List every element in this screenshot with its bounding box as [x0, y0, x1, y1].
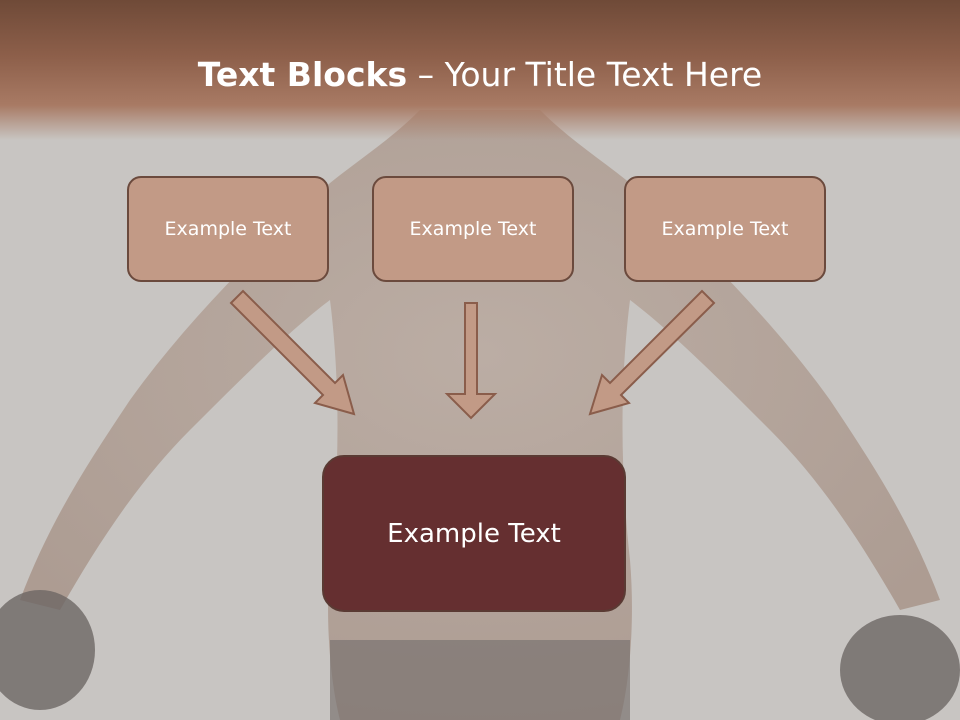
text-box-main[interactable]: Example Text	[322, 455, 626, 612]
shorts	[330, 640, 630, 720]
title-rest: Your Title Text Here	[444, 55, 763, 94]
text-box-left[interactable]: Example Text	[127, 176, 329, 282]
text-box-middle[interactable]: Example Text	[372, 176, 574, 282]
title-bold: Text Blocks	[197, 55, 408, 94]
left-fist	[0, 590, 95, 710]
title-band	[0, 0, 960, 140]
arrow-middle	[444, 302, 498, 420]
slide-title: Text Blocks – Your Title Text Here	[0, 52, 960, 98]
text-box-right-label: Example Text	[661, 218, 789, 240]
title-dash: –	[407, 55, 445, 94]
right-fist	[840, 615, 960, 720]
text-box-main-label: Example Text	[387, 518, 561, 549]
arrow-left	[229, 289, 356, 416]
arrow-right	[588, 289, 716, 416]
text-box-right[interactable]: Example Text	[624, 176, 826, 282]
text-box-left-label: Example Text	[164, 218, 292, 240]
text-box-middle-label: Example Text	[409, 218, 537, 240]
